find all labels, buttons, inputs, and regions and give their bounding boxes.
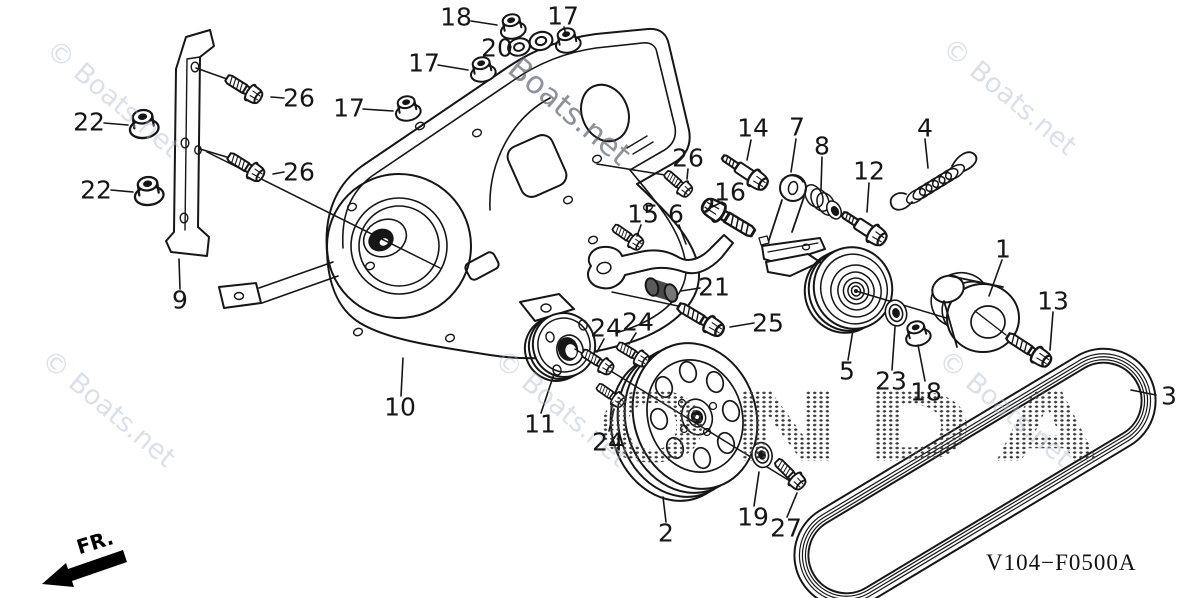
leader-line-18 bbox=[470, 20, 498, 26]
nut-icon bbox=[391, 92, 424, 124]
stay-bracket bbox=[165, 29, 215, 257]
leader-line-25 bbox=[729, 322, 755, 328]
leader-line-24 bbox=[608, 408, 615, 432]
leader-line-18 bbox=[917, 344, 926, 382]
bolt-icon bbox=[221, 69, 267, 108]
leader-line-24 bbox=[628, 332, 637, 345]
tension-lever bbox=[587, 234, 734, 303]
nut-icon bbox=[496, 10, 529, 42]
leader-line-17 bbox=[563, 26, 567, 36]
roller bbox=[644, 277, 679, 303]
front-direction-label: FR. bbox=[74, 525, 116, 559]
leader-line-6 bbox=[678, 224, 687, 245]
driven-pulley-assembly bbox=[523, 312, 799, 502]
leader-line-22 bbox=[103, 122, 129, 126]
tensioner-arm bbox=[758, 174, 826, 277]
leader-line-5 bbox=[847, 329, 854, 361]
leader-line-24 bbox=[596, 338, 605, 353]
leader-line-19 bbox=[753, 471, 760, 507]
leader-line-22 bbox=[110, 189, 134, 193]
leader-line-12 bbox=[866, 182, 870, 213]
leader-line-20 bbox=[507, 46, 512, 49]
leader-line-27 bbox=[786, 492, 798, 518]
washer-19 bbox=[751, 441, 773, 469]
leader-line-17 bbox=[362, 108, 394, 112]
leader-line-9 bbox=[178, 258, 181, 290]
bolt-icon bbox=[770, 454, 810, 494]
drive-pulley bbox=[930, 271, 1020, 353]
bolt-icon bbox=[223, 147, 269, 186]
nut-icon bbox=[131, 173, 166, 208]
leader-line-3 bbox=[1130, 389, 1157, 396]
bolt-icon bbox=[1001, 327, 1056, 372]
leader-line-13 bbox=[1049, 311, 1054, 351]
leader-line-11 bbox=[540, 373, 555, 414]
bolt-icon bbox=[836, 204, 892, 251]
leader-lines bbox=[103, 20, 1157, 523]
leader-line-26 bbox=[272, 171, 285, 175]
flange bbox=[523, 312, 597, 382]
leader-line-21 bbox=[680, 287, 701, 292]
leader-line-16 bbox=[711, 201, 723, 208]
bolt-icon bbox=[697, 193, 760, 244]
bolt-icon bbox=[673, 297, 729, 342]
nut-icon bbox=[901, 317, 934, 350]
leader-line-8 bbox=[820, 156, 823, 190]
leader-line-15 bbox=[636, 224, 642, 237]
leader-line-23 bbox=[891, 326, 896, 371]
washer-23 bbox=[884, 299, 908, 327]
leader-line-7 bbox=[790, 138, 797, 173]
tensioner-pulley-assembly bbox=[803, 246, 1020, 353]
bolt-icon bbox=[612, 337, 653, 371]
leader-line-26 bbox=[686, 168, 689, 180]
leader-line-2 bbox=[662, 496, 667, 523]
bolt-icon bbox=[592, 378, 629, 411]
diagram-code: V104−F0500A bbox=[986, 550, 1137, 575]
nut-icon bbox=[126, 106, 161, 141]
spring bbox=[889, 151, 978, 211]
bolt-icon bbox=[716, 147, 773, 196]
bolt-icon bbox=[659, 166, 697, 201]
front-direction-arrow: FR. bbox=[42, 525, 127, 587]
leader-line-17 bbox=[437, 64, 469, 71]
leader-line-10 bbox=[400, 357, 404, 397]
pulley bbox=[609, 342, 759, 502]
leader-line-26 bbox=[270, 96, 285, 99]
leader-line-14 bbox=[746, 139, 752, 161]
leader-line-1 bbox=[988, 259, 1003, 297]
bushing bbox=[804, 184, 843, 220]
v-belt bbox=[793, 347, 1157, 598]
leader-line-4 bbox=[924, 138, 929, 169]
